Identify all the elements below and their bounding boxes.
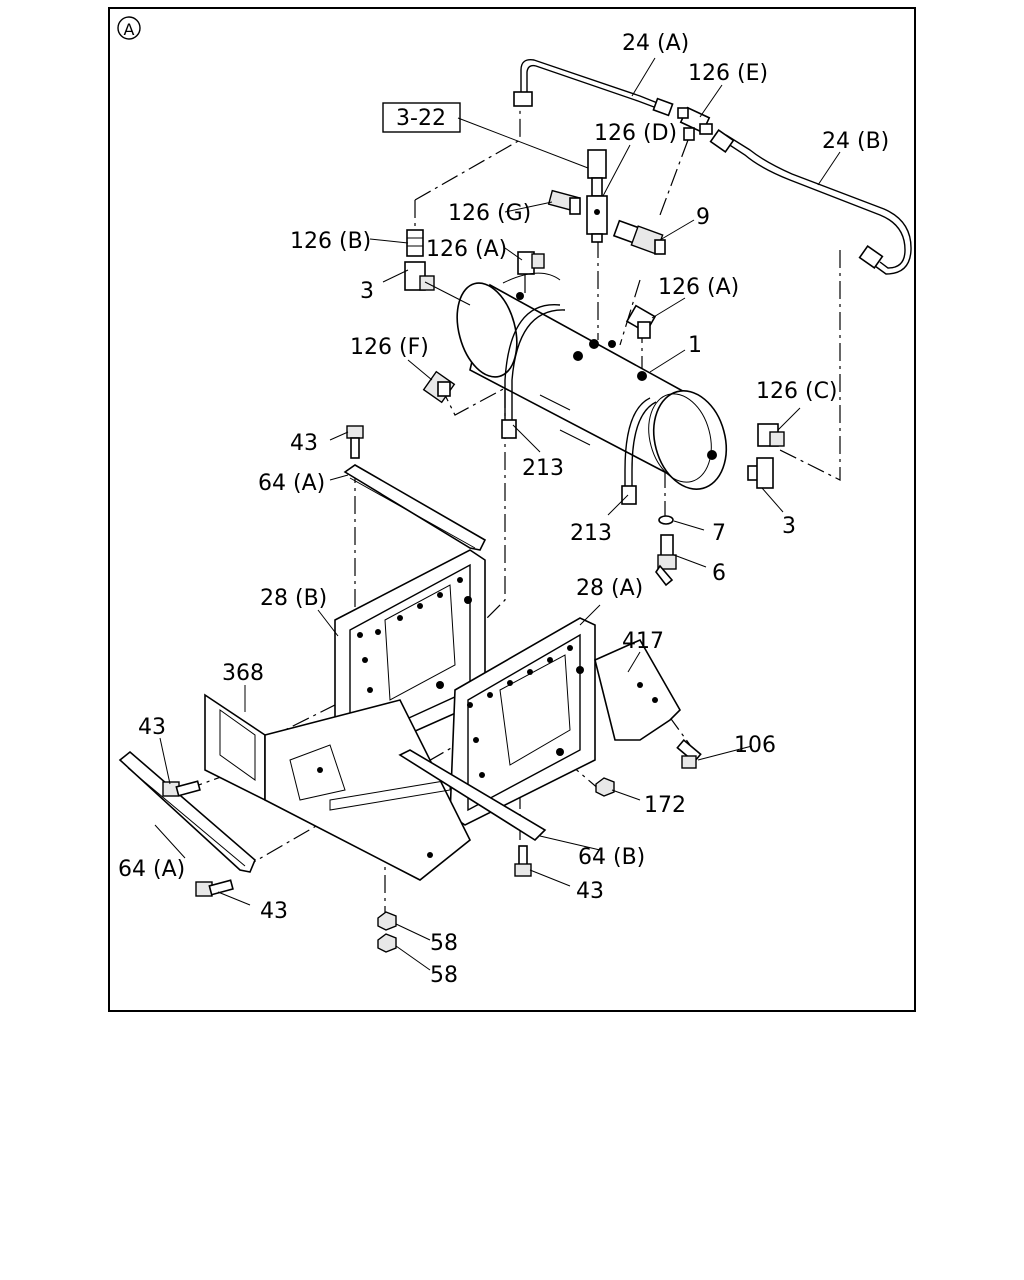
callout-43-left: 43	[138, 715, 166, 740]
diagram-frame	[108, 7, 916, 1012]
callout-28a: 28 (A)	[576, 576, 643, 601]
callout-43-mid: 43	[576, 879, 604, 904]
bolt-43-bottom	[195, 879, 234, 897]
valve-9	[612, 219, 666, 255]
callout-24a: 24 (A)	[622, 31, 689, 56]
bracket-28a	[449, 617, 596, 826]
callout-213-a: 213	[522, 456, 564, 481]
callout-leaders	[154, 57, 841, 971]
bolt-43-top	[346, 425, 364, 459]
callout-labels: 24 (A) 126 (E) 126 (D) 24 (B) 126 (G) 9 …	[118, 31, 889, 988]
air-tank-1	[456, 272, 727, 490]
plate-417	[594, 638, 681, 741]
callout-126a-2: 126 (A)	[658, 275, 739, 300]
callout-7: 7	[712, 521, 726, 546]
callout-64a-bottom: 64 (A)	[118, 857, 185, 882]
nut-58-lower	[377, 933, 397, 953]
strap-64a-top	[343, 464, 487, 551]
fitting-126e	[677, 106, 713, 141]
reference-box-label: 3-22	[396, 106, 446, 131]
callout-126f: 126 (F)	[350, 335, 429, 360]
elbow-3-left	[404, 261, 435, 291]
callout-9: 9	[696, 205, 710, 230]
callout-106: 106	[734, 733, 776, 758]
pressure-switch-126d	[586, 149, 608, 243]
fitting-126b	[406, 229, 424, 257]
callout-64a-top: 64 (A)	[258, 471, 325, 496]
callout-126g: 126 (G)	[448, 201, 531, 226]
bolt-106	[676, 738, 702, 769]
callout-126d: 126 (D)	[594, 121, 677, 146]
view-marker: A	[117, 16, 141, 40]
callout-58-a: 58	[430, 931, 458, 956]
callout-43-top: 43	[290, 431, 318, 456]
callout-213-b: 213	[570, 521, 612, 546]
callout-368: 368	[222, 661, 264, 686]
callout-126a-1: 126 (A)	[426, 237, 507, 262]
callout-126e: 126 (E)	[688, 61, 768, 86]
strap-64a-bottom	[118, 750, 256, 873]
strap-213	[501, 304, 657, 505]
bolt-43-left	[162, 780, 201, 797]
drain-washer-7	[658, 515, 674, 525]
callout-3-left: 3	[360, 279, 374, 304]
fitting-126g	[547, 189, 581, 215]
callout-28b: 28 (B)	[260, 586, 327, 611]
callout-126c: 126 (C)	[756, 379, 838, 404]
callout-64b: 64 (B)	[578, 845, 645, 870]
fitting-126c	[757, 423, 785, 447]
callout-24b: 24 (B)	[822, 129, 889, 154]
pipe-24b	[709, 128, 912, 275]
fitting-126a-upper	[517, 251, 545, 275]
callout-417: 417	[622, 629, 664, 654]
callout-58-b: 58	[430, 963, 458, 988]
nut-172	[595, 777, 615, 797]
callout-3-right: 3	[782, 514, 796, 539]
fitting-126a-right	[625, 304, 657, 339]
drain-valve-6	[655, 534, 677, 587]
callout-43-bottom: 43	[260, 899, 288, 924]
pipe-24a	[513, 59, 674, 117]
view-marker-letter: A	[124, 20, 135, 39]
nut-58-upper	[377, 911, 397, 931]
crossmember-368	[204, 693, 472, 881]
callout-6: 6	[712, 561, 726, 586]
reference-box[interactable]: 3-22	[382, 102, 461, 133]
callout-172: 172	[644, 793, 686, 818]
strap-64b	[398, 749, 547, 842]
callout-1: 1	[688, 333, 702, 358]
bolt-43-mid	[514, 845, 532, 877]
callout-126b: 126 (B)	[290, 229, 371, 254]
elbow-3-right	[747, 457, 774, 489]
